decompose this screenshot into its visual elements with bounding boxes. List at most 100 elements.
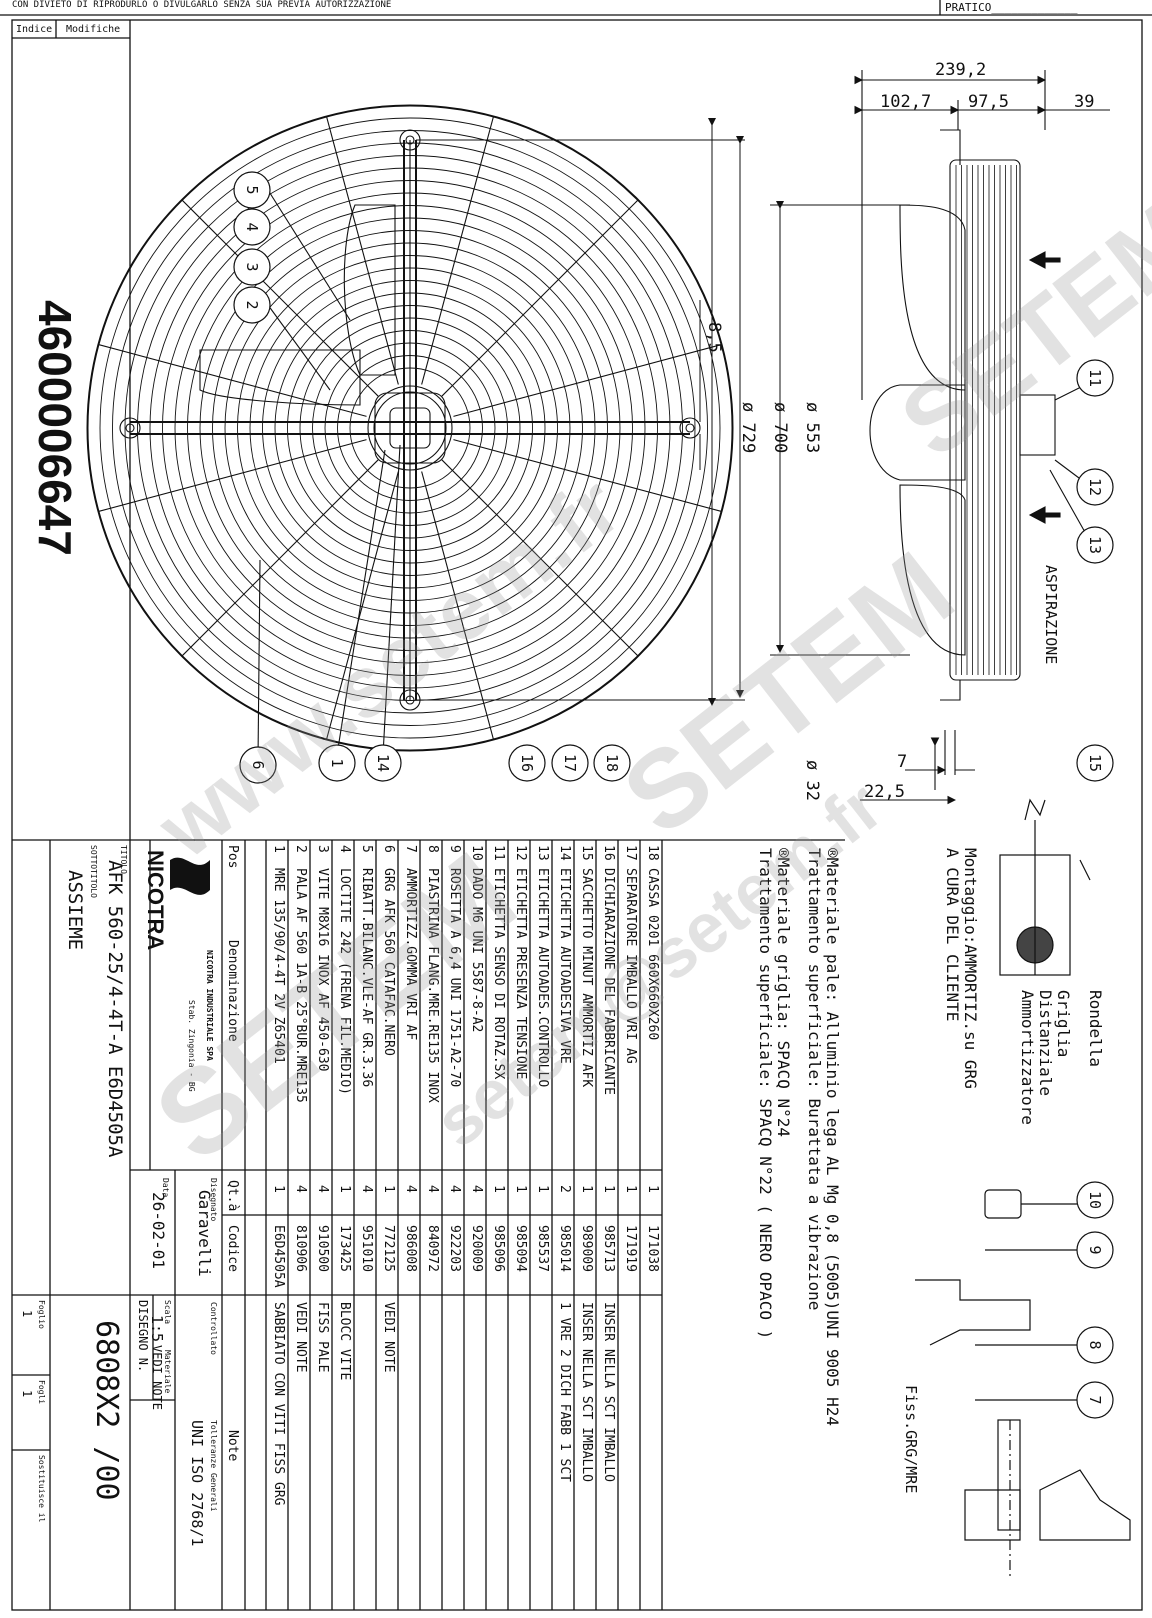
dim-diameter-729: ø 729	[738, 402, 758, 454]
dim-depth-c: 39	[1074, 92, 1095, 112]
dim-diameter-553: ø 553	[802, 402, 822, 454]
balloon-circle	[508, 744, 546, 782]
sheets-label: Fogli	[37, 1380, 46, 1405]
bom-description: ETICHETTA SENSO DI ROTAZ.SX	[491, 868, 506, 1080]
bom-qty: 1	[645, 1185, 660, 1193]
grille-spoke	[421, 116, 494, 385]
grille-spoke	[181, 199, 379, 397]
grille-spoke	[441, 459, 639, 657]
balloon-label: 18	[603, 754, 621, 772]
balloon-circle	[1076, 526, 1114, 564]
note-assembly: Montaggio:AMMORTIZ.su GRG	[961, 848, 980, 1089]
scale-value: 1:5	[148, 1315, 166, 1343]
company-full-name: NICOTRA INDUSTRIALE SPA	[205, 950, 214, 1061]
balloon-label: 4	[243, 222, 261, 231]
grille-spoke	[98, 439, 367, 512]
bom-qty: 1	[623, 1185, 638, 1193]
dim-diameter-32: ø 32	[802, 760, 822, 801]
balloon-label: 12	[1086, 478, 1104, 496]
balloon-label: 14	[374, 754, 392, 772]
copyright-warning: CON DIVIETO DI RIPRODURLO O DIVULGARLO S…	[12, 0, 392, 10]
bom-header-pos: Pos	[225, 845, 240, 869]
bom-header-description: Denominazione	[225, 940, 240, 1042]
bom-qty: 1	[381, 1185, 396, 1193]
bom-pos: 9	[447, 845, 462, 853]
revision-index-header: Indice	[16, 24, 53, 35]
balloon-label: 8	[1086, 1340, 1104, 1349]
pratico-field: PRATICO_____________	[945, 1, 1078, 14]
bom-pos: 8	[425, 845, 440, 853]
aspirazione-label: ASPIRAZIONE	[1042, 565, 1060, 665]
bom-description: ETICHETTA PRESENZA TENSIONE	[513, 868, 528, 1080]
detail-ammortizzatore: Ammortizzatore	[1018, 990, 1037, 1125]
drawing-number-label: DISEGNO N.	[136, 1300, 150, 1373]
grille-ring	[99, 117, 721, 739]
checked-label: Controllato	[209, 1302, 218, 1355]
bom-note: VEDI NOTE	[293, 1302, 308, 1373]
dim-diameter-700: ø 700	[770, 402, 790, 454]
balloon-circle	[1076, 744, 1114, 782]
balloon-circle	[593, 744, 631, 782]
balloon-label: 16	[518, 754, 536, 772]
balloon-circle	[1076, 1381, 1114, 1419]
balloon-label: 13	[1086, 536, 1104, 554]
bom-code: 985014	[557, 1225, 572, 1272]
dim-7: 7	[897, 752, 908, 772]
balloon-circle	[318, 744, 356, 782]
bom-pos: 6	[381, 845, 396, 853]
grille-spoke	[181, 459, 379, 657]
bom-code: 922203	[447, 1225, 462, 1272]
bom-qty: 4	[425, 1185, 440, 1193]
revision-changes-header: Modifiche	[66, 24, 121, 35]
bom-qty: 1	[601, 1185, 616, 1193]
grille-spoke	[326, 116, 399, 385]
balloon-circle	[364, 744, 402, 782]
balloon-circle	[233, 248, 271, 286]
bom-code: 840972	[425, 1225, 440, 1272]
bom-pos: 7	[403, 845, 418, 853]
bom-pos: 3	[315, 845, 330, 853]
bom-code: 985096	[491, 1225, 506, 1272]
note-grille-treatment: Trattamento superficiale: SPACQ N°22 ( N…	[756, 848, 775, 1340]
balloon-label: 9	[1086, 1245, 1104, 1254]
bom-pos: 14	[557, 845, 572, 861]
bom-qty: 2	[557, 1185, 572, 1193]
bom-qty: 4	[315, 1185, 330, 1193]
drawn-by: Garavelli	[195, 1190, 214, 1277]
bom-pos: 18	[645, 845, 660, 861]
bom-description: CASSA 0201 660X660X260	[645, 868, 660, 1041]
tolerance-label: Tolleranze Generali	[209, 1420, 218, 1512]
bom-header-qty: Qt.à	[225, 1180, 240, 1212]
balloon-label: 11	[1086, 369, 1104, 387]
fixing-label: Fiss.GRG/MRE	[902, 1385, 920, 1494]
bom-qty: 1	[271, 1185, 286, 1193]
bom-note: VEDI NOTE	[381, 1302, 396, 1373]
bom-description: MRE 135/90/4-4T 2V Z65401	[271, 868, 286, 1064]
detail-rondella: Rondella	[1086, 990, 1105, 1068]
bom-description: ROSETTA A 6,4 UNI 1751-A2-70	[447, 868, 462, 1088]
balloon-circle	[233, 171, 271, 209]
bom-description: ETICHETTA AUTOADESIVA VRE	[557, 868, 572, 1064]
bom-qty: 4	[293, 1185, 308, 1193]
material-label: Materiale	[163, 1350, 172, 1394]
date-value: 26-02-01	[149, 1192, 168, 1270]
bom-note: 1 VRE 2 DICH FABB 1 SCT	[557, 1302, 572, 1483]
bom-code: 920009	[469, 1225, 484, 1272]
bom-code: 171038	[645, 1225, 660, 1272]
balloon-circle	[1076, 1181, 1114, 1219]
bom-pos: 1	[271, 845, 286, 853]
bom-description: SEPARATORE IMBALLO VRI AG	[623, 868, 638, 1064]
bom-description: DICHIARAZIONE DEL FABBRICANTE	[601, 868, 616, 1095]
subtitle-value: ASSIEME	[64, 870, 86, 951]
bom-qty: 1	[337, 1185, 352, 1193]
bom-code: 985537	[535, 1225, 550, 1272]
bom-description: VITE M8X16 INOX AF 450-630	[315, 868, 330, 1072]
grille-ring	[86, 104, 734, 752]
balloon-circle	[1076, 1326, 1114, 1364]
balloon-circle	[1076, 468, 1114, 506]
balloon-label: 6	[249, 760, 267, 769]
company-name: NICOTRA	[143, 850, 168, 951]
bom-pos: 17	[623, 845, 638, 861]
bom-qty: 1	[535, 1185, 550, 1193]
